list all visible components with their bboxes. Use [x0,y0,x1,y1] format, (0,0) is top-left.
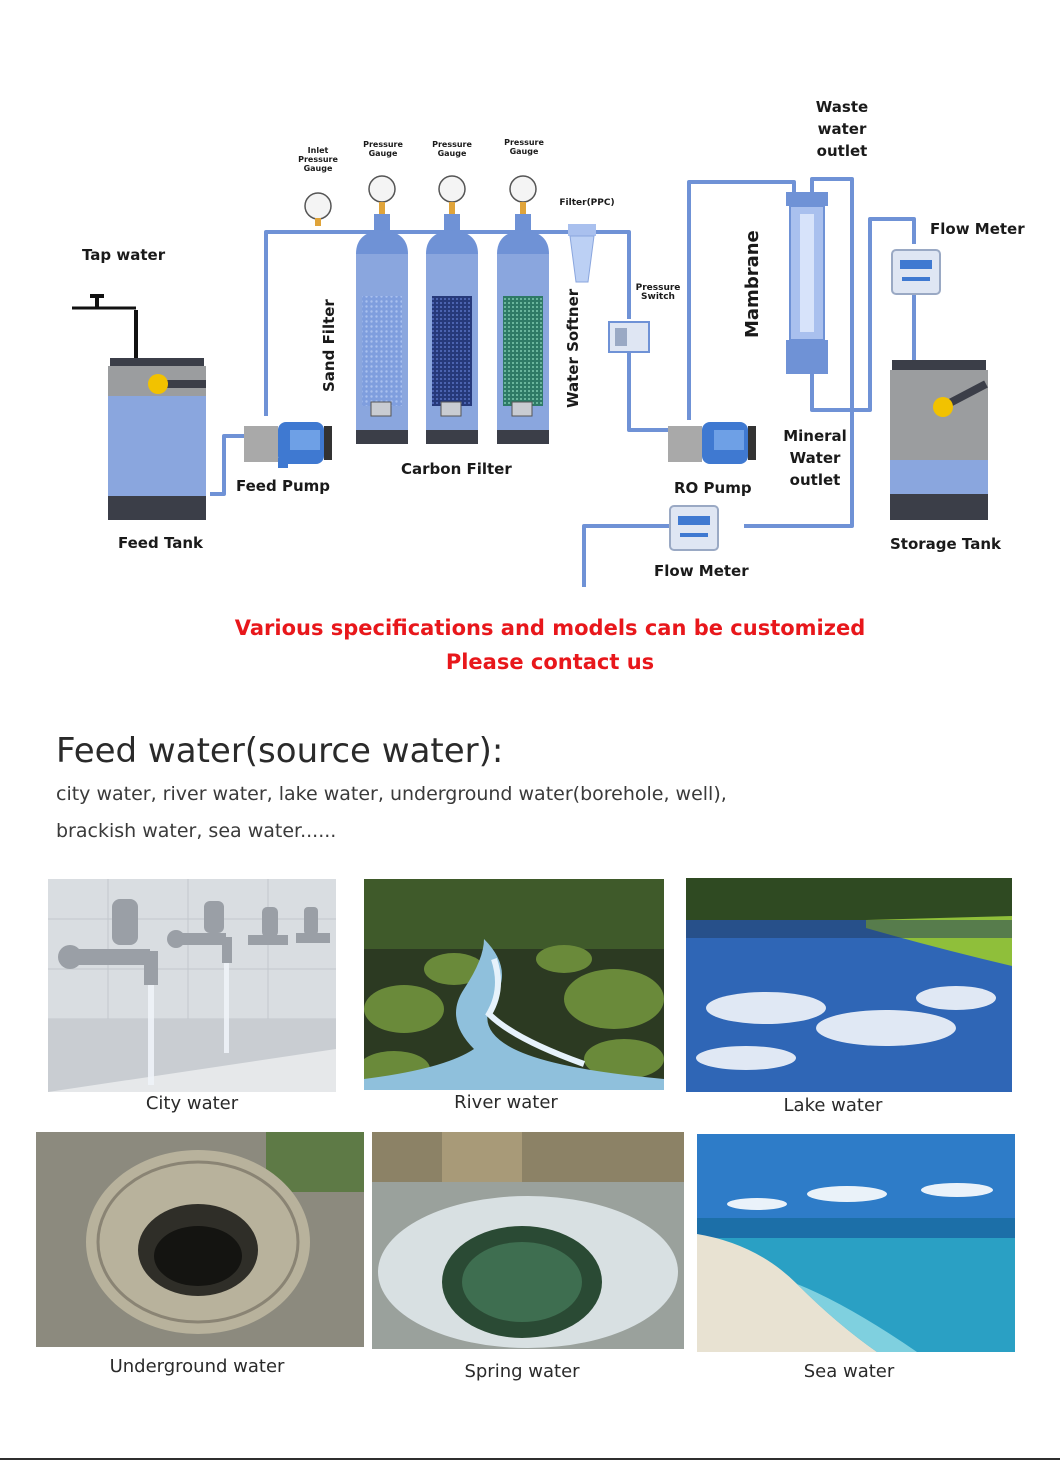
label-pressure-switch: Pressure Switch [635,283,681,302]
label-flow-meter-top: Flow Meter [930,220,1025,238]
label-pressure-gauge-3: Pressure Gauge [504,138,544,156]
label-feed-pump: Feed Pump [236,477,330,495]
label-carbon-filter: Carbon Filter [401,460,512,478]
caption-spring-water: Spring water [464,1361,580,1382]
ppc-filter-graphic [568,224,596,283]
membrane-graphic [786,192,828,374]
label-pressure-gauge-1: Pressure Gauge [363,140,403,158]
caption-sea-water: Sea water [803,1361,895,1382]
pipes [134,177,916,586]
sand-filter-graphic [356,214,408,444]
notice-line-1: Various specifications and models can be… [234,616,866,640]
pressure-switch-graphic [608,321,650,353]
flow-meter-top-graphic [891,249,941,295]
carbon-filter-graphic [426,214,478,444]
label-membrane: Mambrane [742,230,763,338]
photo-spring-water [372,1132,684,1349]
notice-line-2: Please contact us [445,650,655,674]
caption-underground-water: Underground water [109,1356,285,1377]
photo-underground-water [36,1132,364,1347]
label-inlet-pressure-gauge: Inlet Pressure Gauge [298,146,338,173]
water-softner-graphic [497,214,549,444]
feed-water-line-1: city water, river water, lake water, und… [56,783,727,805]
process-diagram: Tap water Feed Tank Feed Pump Inlet Pres… [64,74,1036,592]
drip [582,579,586,587]
photo-city-water [48,879,336,1092]
process-diagram-graphic [72,175,988,587]
label-storage-tank: Storage Tank [890,535,1002,553]
bottom-divider [0,1458,1060,1460]
label-water-softner: Water Softner [564,288,582,408]
feed-water-line-2: brackish water, sea water...... [56,820,337,842]
label-pressure-gauge-2: Pressure Gauge [432,140,472,158]
caption-river-water: River water [454,1092,558,1113]
label-waste-water-outlet: Waste water outlet [815,98,869,160]
label-tap-water: Tap water [82,246,166,264]
ro-pump-graphic [668,422,756,464]
caption-lake-water: Lake water [783,1095,883,1116]
label-filter-ppc: Filter(PPC) [559,198,615,208]
label-mineral-water-outlet: Mineral Water outlet [783,427,847,489]
photo-river-water [364,879,664,1090]
flow-meter-bottom-graphic [669,505,719,551]
photo-lake-water [686,878,1012,1092]
storage-tank-graphic [890,360,988,520]
label-ro-pump: RO Pump [674,479,752,497]
feed-water-heading: Feed water(source water): [56,731,504,771]
feed-tank-graphic [108,358,206,520]
gauges [304,175,537,220]
label-feed-tank: Feed Tank [118,534,204,552]
photo-sea-water [697,1134,1015,1352]
label-sand-filter: Sand Filter [320,299,338,392]
label-flow-meter-bottom: Flow Meter [654,562,749,580]
caption-city-water: City water [145,1093,239,1114]
feed-pump-graphic [244,422,332,468]
